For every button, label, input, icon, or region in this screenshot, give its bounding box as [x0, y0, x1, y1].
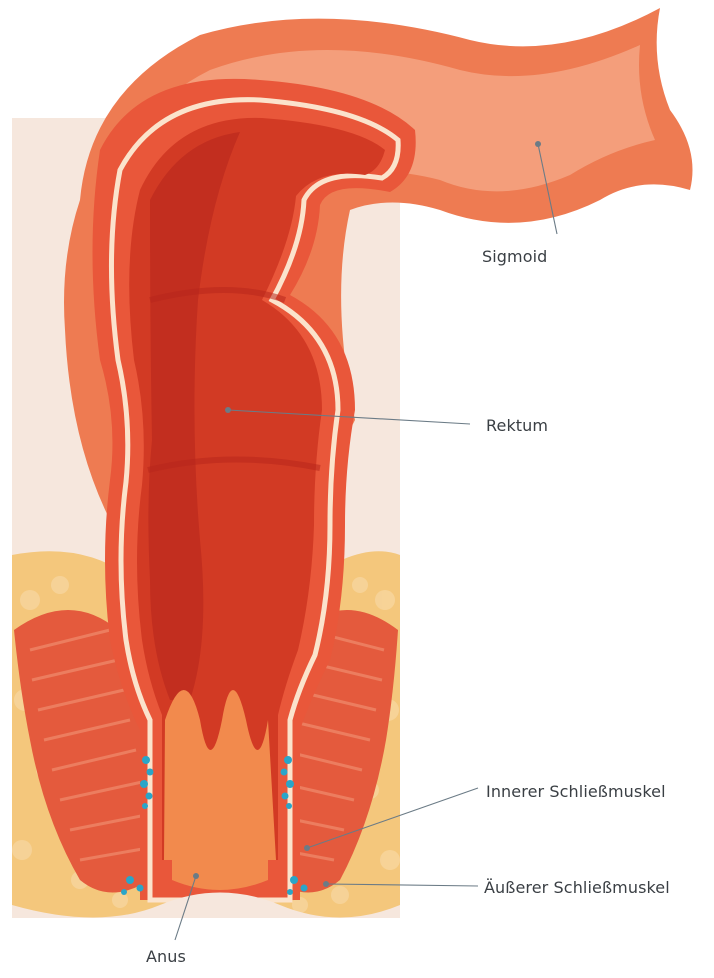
label-innerer-schliessmuskel: Innerer Schließmuskel — [486, 782, 666, 801]
label-rektum: Rektum — [486, 416, 548, 435]
label-sigmoid: Sigmoid — [482, 247, 547, 266]
anal-canal — [172, 820, 268, 890]
label-aeusserer-schliessmuskel: Äußerer Schließmuskel — [484, 878, 670, 897]
label-anus: Anus — [146, 947, 186, 966]
